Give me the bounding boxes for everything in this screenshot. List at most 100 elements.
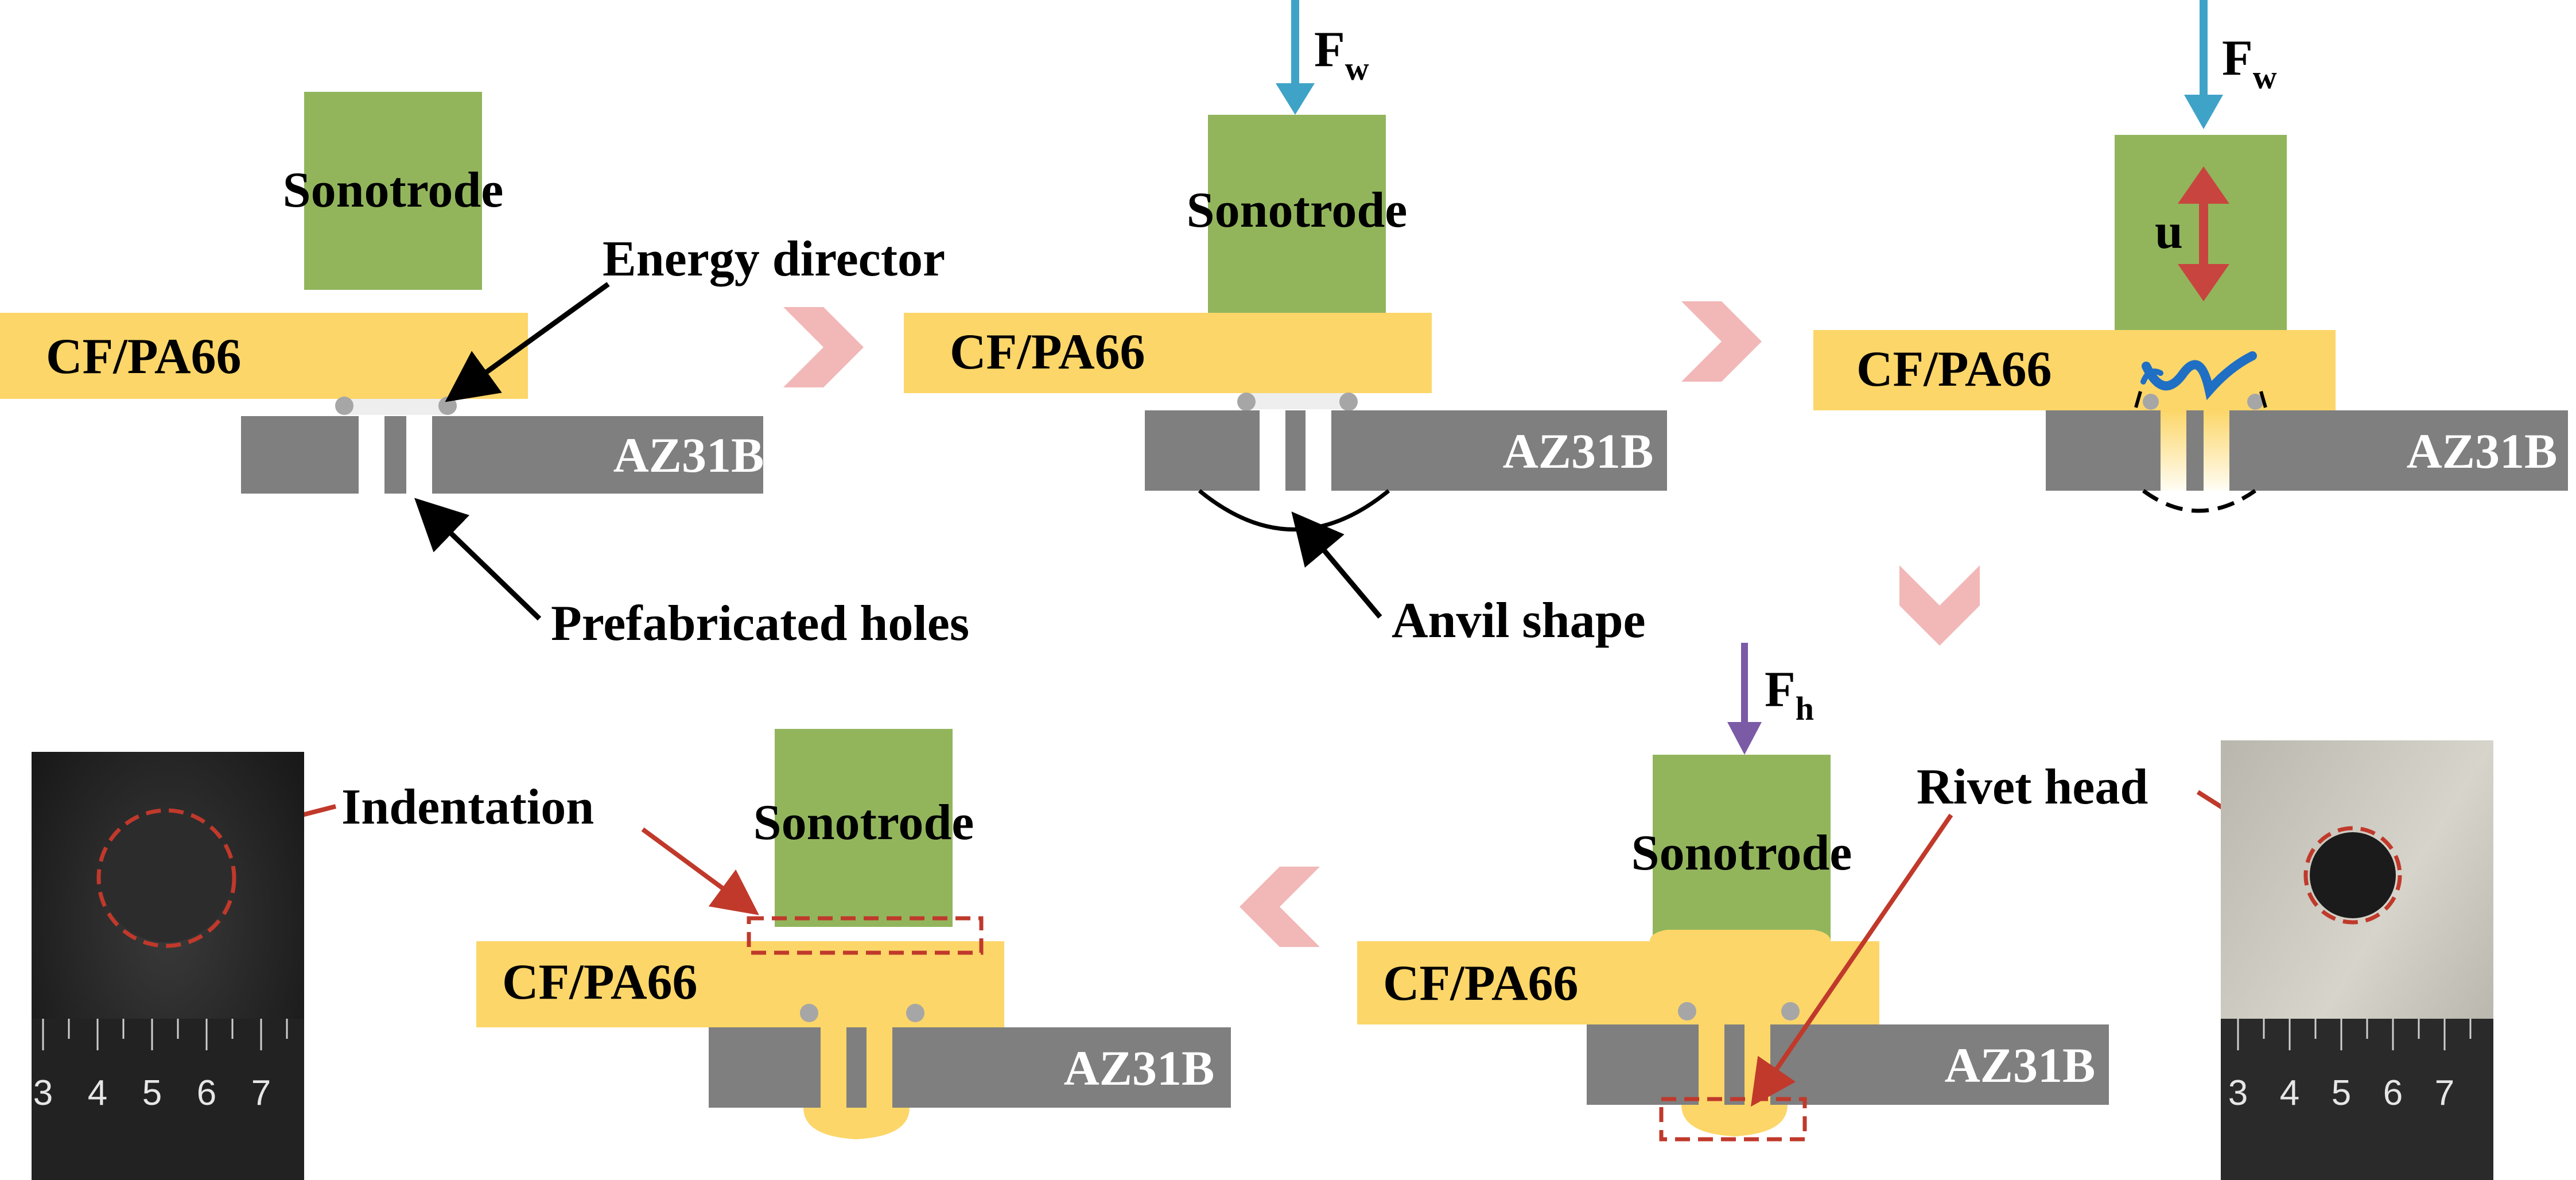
ruler-tick-label: 7 [251, 1073, 271, 1113]
force-w-arrowhead [2184, 95, 2223, 129]
rivet-head-highlight [2303, 826, 2402, 925]
energy-director-strip [1245, 393, 1349, 409]
prefabricated-hole-filling [2204, 410, 2229, 491]
energy-director-strip [344, 399, 448, 415]
melt-flow-mark [2134, 391, 2267, 408]
melt-flow-curve [2142, 351, 2257, 401]
cfpa66-plate [904, 313, 1432, 393]
flow-arrow-down [1899, 565, 1980, 646]
rivet-head [803, 1108, 910, 1139]
az31b-label: AZ31B [1945, 1038, 2096, 1093]
az31b-label: AZ31B [613, 428, 764, 483]
melt-flow-curve [2140, 368, 2163, 385]
cfpa66-label: CF/PA66 [1383, 956, 1579, 1011]
ruler-tick-label: 6 [197, 1073, 216, 1113]
az31b-plate [2046, 410, 2568, 491]
prefabricated-hole [1260, 410, 1285, 491]
vibration-u-arrowhead-down [2178, 264, 2229, 301]
sonotrode-block [1208, 115, 1386, 313]
stage-5: Sonotrode CF/PA66 AZ31B Indentation [226, 729, 1231, 1139]
rivet-head-highlight [1659, 1097, 1807, 1142]
rivet-shank [1744, 1024, 1770, 1105]
energy-director-bump [438, 397, 457, 415]
rivet-head-label: Rivet head [1917, 759, 2148, 815]
indentation-photo: 3 4 5 6 7 [32, 752, 304, 1180]
sonotrode-label: Sonotrode [1187, 183, 1408, 238]
force-w-arrowhead [1276, 83, 1315, 115]
cfpa66-label: CF/PA66 [46, 329, 242, 385]
sonotrode-block [1653, 755, 1831, 953]
indentation-label: Indentation [341, 779, 594, 835]
sonotrode-block [775, 729, 953, 927]
rivet-head-arrow [1750, 813, 1953, 1107]
az31b-label: AZ31B [1503, 424, 1654, 479]
indentation-highlight [747, 916, 984, 955]
ruler-ticks [42, 1019, 288, 1050]
indentation-arrow [641, 827, 759, 915]
az31b-label: AZ31B [2407, 424, 2558, 479]
rivet-shank [867, 1027, 892, 1108]
anvil-shape-curve [1198, 489, 1390, 531]
az31b-label: AZ31B [1064, 1041, 1215, 1096]
force-h-arrowhead [1727, 722, 1762, 755]
ruler-tick-label: 4 [88, 1073, 107, 1113]
stage-1: Sonotrode CF/PA66 AZ31B Energy director … [0, 92, 969, 651]
az31b-plate [1145, 410, 1667, 491]
az31b-plate [241, 416, 763, 494]
az31b-plate [709, 1027, 1231, 1108]
force-w-label: Fw [2222, 30, 2277, 96]
rivet-shank [1699, 1024, 1724, 1105]
ruler-tick-label: 7 [2435, 1073, 2454, 1113]
rivet-head-spot [2310, 832, 2396, 918]
energy-director-bump [2247, 394, 2263, 410]
sonotrode-label: Sonotrode [753, 795, 974, 851]
energy-director-bump [1339, 393, 1358, 411]
cfpa66-plate [1813, 330, 2336, 410]
flow-arrow-right [1681, 301, 1762, 382]
vibration-u-label: u [2155, 204, 2183, 259]
cfpa66-label: CF/PA66 [502, 954, 698, 1010]
energy-director-bump [1678, 1002, 1696, 1020]
energy-director-bump [906, 1004, 924, 1022]
prefabricated-hole [1306, 410, 1331, 491]
ruler-ticks [2237, 1019, 2472, 1050]
anvil-shape-arrow [1291, 511, 1382, 619]
ruler-tick-label: 4 [2280, 1073, 2299, 1113]
ruler [2221, 1019, 2493, 1180]
prefabricated-hole-filling [2161, 410, 2186, 491]
energy-director-bump [335, 397, 353, 415]
rivet-head-photo: 3 4 5 6 7 [2221, 740, 2493, 1180]
sonotrode-block [304, 92, 482, 290]
energy-director-bump [1237, 393, 1256, 411]
rivet-head [1681, 1105, 1788, 1136]
cfpa66-plate [1357, 930, 1879, 1024]
vibration-u-arrowhead-up [2178, 166, 2229, 204]
stage-3: Fw u CF/PA66 AZ31B [1813, 0, 2568, 513]
ruler-tick-label: 5 [142, 1073, 162, 1113]
force-w-label: Fw [1314, 22, 1369, 87]
indentation-highlight [96, 808, 236, 948]
energy-director-arrow [445, 282, 610, 402]
prefabricated-holes-arrow [414, 498, 542, 621]
az31b-plate [1587, 1024, 2109, 1105]
rivet-shank [821, 1027, 846, 1108]
sonotrode-label: Sonotrode [1631, 825, 1852, 881]
prefabricated-hole [359, 416, 384, 494]
cfpa66-label: CF/PA66 [950, 324, 1145, 380]
energy-director-label: Energy director [603, 231, 945, 287]
anvil-shape-label: Anvil shape [1392, 593, 1646, 649]
force-h-label: Fh [1765, 662, 1814, 727]
stage-2: Fw Sonotrode CF/PA66 AZ31B Anvil shape [904, 0, 1667, 649]
anvil-shape-curve [2142, 489, 2257, 513]
stage-4: Fh Sonotrode CF/PA66 AZ31B Rivet head [1357, 643, 2324, 1142]
flow-arrow-left [1240, 867, 1320, 947]
sonotrode-label: Sonotrode [283, 162, 504, 218]
cfpa66-plate [0, 313, 528, 399]
energy-director-bump [1781, 1002, 1800, 1020]
prefabricated-holes-label: Prefabricated holes [551, 596, 969, 651]
flow-arrow-right [783, 307, 864, 387]
ruler-tick-label: 6 [2383, 1073, 2403, 1113]
ruler-tick-label: 5 [2332, 1073, 2351, 1113]
cfpa66-label: CF/PA66 [1856, 341, 2052, 397]
